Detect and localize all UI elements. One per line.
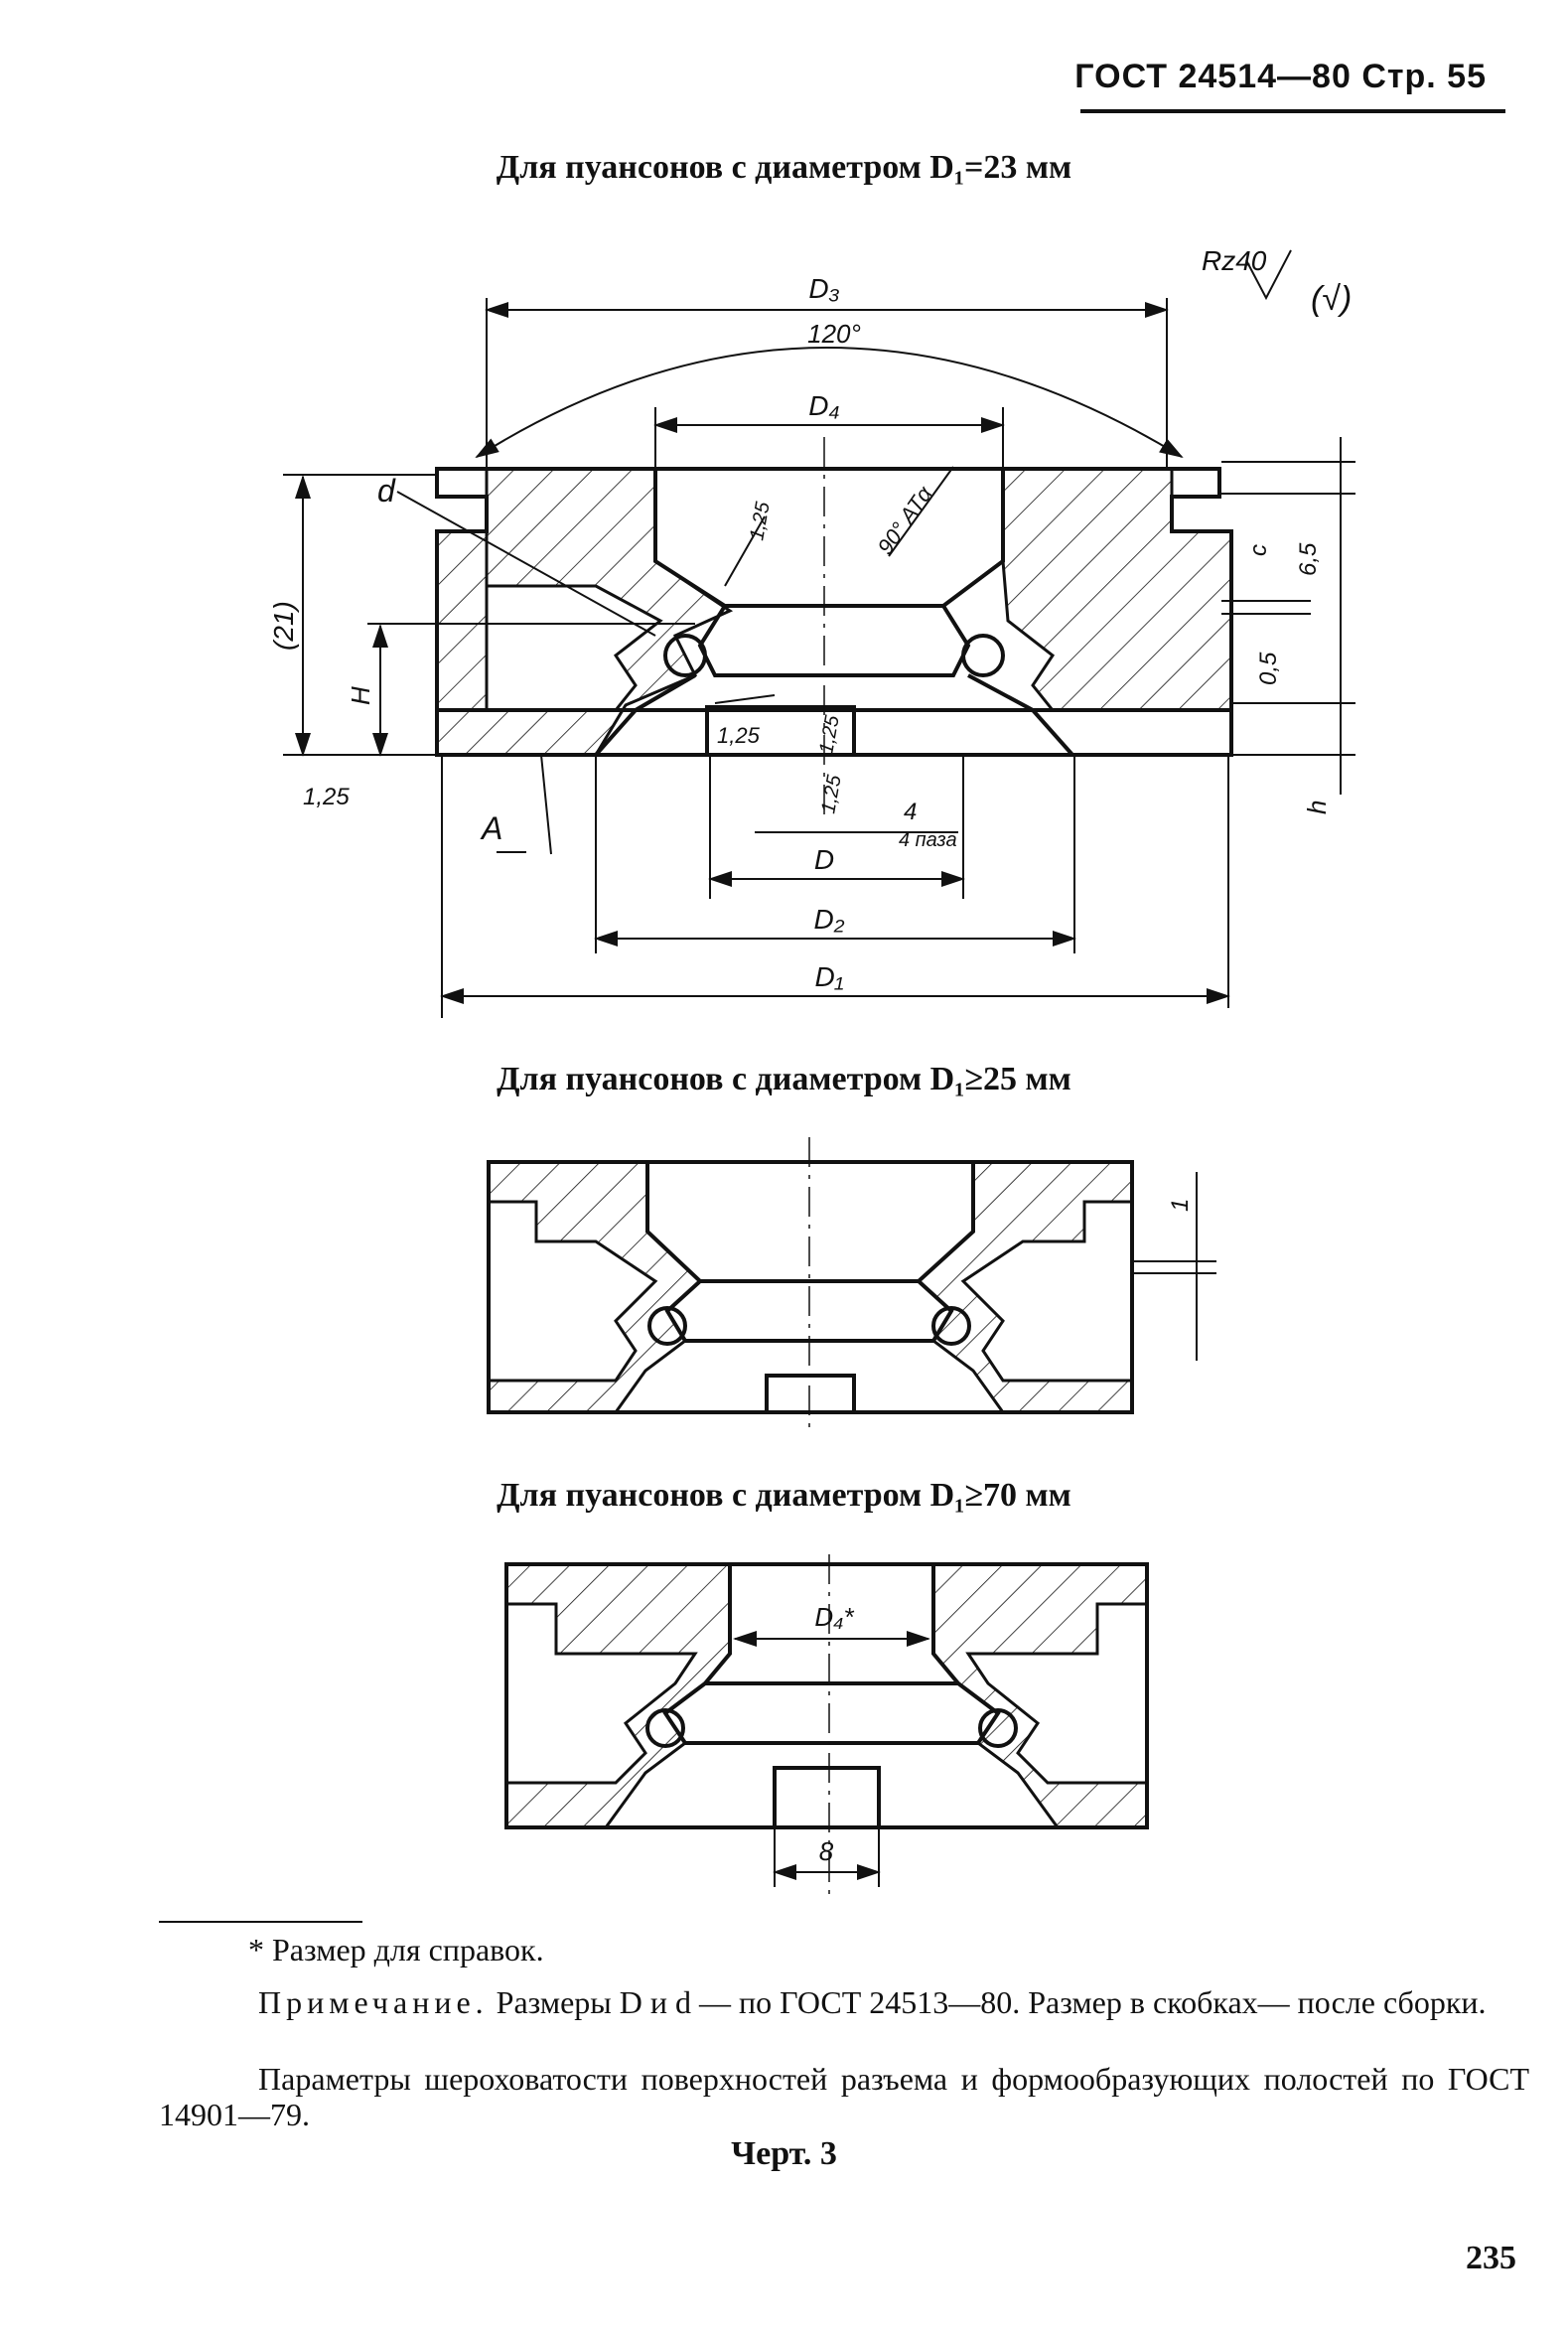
label-r125-c: 1,25 [815, 713, 844, 756]
page-number: 235 [1466, 2240, 1516, 2276]
label-d-small: d [377, 473, 396, 509]
label-r125-e: 1,25 [303, 784, 350, 810]
note-lead: Примечание. [258, 1984, 489, 2020]
label-r125-d: 1,25 [817, 773, 846, 815]
caption-fig2: Для пуансонов с диаметром D₁≥25 мм [497, 1061, 1071, 1097]
note-2: Параметры шероховатости поверхностей раз… [159, 2061, 1529, 2132]
label-d1: D₁ [814, 961, 843, 992]
page-label: Стр. 55 [1361, 58, 1487, 95]
label-dim05: 0,5 [1255, 652, 1282, 685]
drawing-fig1: D₃ 120° D₄ Rz40 (√) d 1,25 90° ATα c 6,5… [268, 245, 1355, 1018]
standard-number: ГОСТ 24514—80 [1074, 58, 1352, 95]
figure-label: Черт. 3 [731, 2135, 837, 2172]
label-d4: D₄ [808, 390, 839, 421]
label-c: c [1245, 544, 1272, 556]
label-d: D [814, 844, 834, 875]
label-dim1: 1 [1167, 1199, 1194, 1212]
label-roughness-paren: (√) [1311, 280, 1352, 318]
note-1-text: Размеры D и d — по ГОСТ 24513—80. Размер… [488, 1984, 1487, 2020]
footnote-rule [159, 1921, 362, 1923]
footnote: * Размер для справок. [248, 1932, 544, 1967]
page-header: ГОСТ 24514—80 Стр. 55 [1074, 58, 1487, 96]
label-d4star: D₄* [814, 1602, 854, 1632]
label-angle90: 90° ATα [873, 481, 938, 559]
label-d2: D₂ [814, 904, 845, 935]
label-roughness: Rz40 [1202, 245, 1267, 276]
label-dim8: 8 [819, 1836, 834, 1866]
label-r125-b: 1,25 [717, 723, 761, 748]
label-dim21: (21) [268, 601, 299, 651]
caption-fig1: Для пуансонов с диаметром D₁=23 мм [496, 149, 1072, 186]
caption-fig3: Для пуансонов с диаметром D₁≥70 мм [497, 1477, 1071, 1514]
section-right [1001, 467, 1233, 712]
label-d3: D₃ [808, 273, 839, 304]
drawing-fig3: D₄* 8 [504, 1554, 1149, 1902]
label-h-small: h [1302, 801, 1332, 814]
label-h-big: H [346, 686, 375, 705]
label-dim65: 6,5 [1295, 542, 1322, 576]
label-angle120: 120° [807, 319, 861, 349]
label-r125-a: 1,25 [746, 500, 775, 542]
label-a: A [480, 810, 502, 846]
label-slot4-note: 4 паза [899, 829, 957, 851]
note-1: Примечание. Размеры D и d — по ГОСТ 2451… [159, 1984, 1529, 2020]
drawing-fig2: 1 [487, 1137, 1216, 1430]
header-rule [1080, 109, 1505, 113]
label-slot4: 4 [904, 799, 917, 825]
